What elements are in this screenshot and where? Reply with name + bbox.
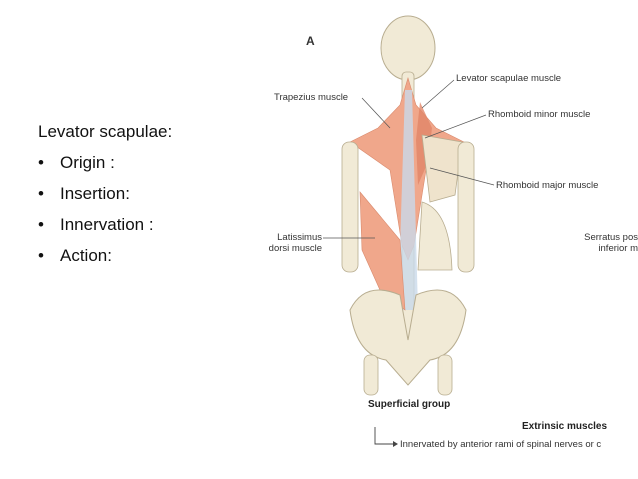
back-muscles-illustration [323, 15, 495, 447]
femur-right [437, 354, 453, 396]
leader-trapezius [361, 97, 391, 129]
label-trapezius: Trapezius muscle [274, 92, 349, 103]
scapula-right [421, 134, 463, 203]
femur-left [363, 354, 379, 396]
skull [380, 15, 436, 81]
label-levator-scapulae: Levator scapulae muscle [456, 73, 562, 84]
label-rhomboid-minor: Rhomboid minor muscle [488, 109, 591, 120]
arrow-head [393, 441, 398, 447]
label-latissimus-line1: Latissimus [277, 232, 322, 243]
label-latissimus-line2: dorsi muscle [268, 243, 322, 254]
extrinsic-muscles-label: Extrinsic muscles [522, 421, 608, 432]
bullet-text: Action: [60, 246, 112, 265]
bullet-text: Origin : [60, 153, 115, 172]
bullet-innervation: • Innervation : [38, 215, 248, 235]
bullet-dot: • [38, 246, 44, 265]
bullet-text: Innervation : [60, 215, 154, 234]
bullet-list: • Origin : • Insertion: • Innervation : • Ac… [38, 153, 248, 266]
humerus-left [341, 141, 359, 273]
label-latissimus: Latissimus dorsi muscle [264, 232, 322, 254]
bullet-dot: • [38, 153, 44, 172]
label-serratus-line2: inferior m [598, 243, 638, 254]
bullet-dot: • [38, 215, 44, 234]
ribs-right [417, 201, 453, 271]
superficial-group-label: Superficial group [368, 399, 451, 410]
leader-rhomboid-minor [424, 114, 487, 139]
slide-text-block: Levator scapulae: • Origin : • Insertion: … [38, 122, 248, 277]
humerus-right [457, 141, 475, 273]
label-serratus: Serratus pos inferior m [554, 232, 638, 254]
bullet-insertion: • Insertion: [38, 184, 248, 204]
bullet-origin: • Origin : [38, 153, 248, 173]
figure-letter: A [306, 34, 315, 48]
leader-rhomboid-major [429, 167, 495, 186]
anatomy-figure: A Trapezius muscle Levator scapulae musc… [250, 10, 638, 479]
innervation-note: Innervated by anterior rami of spinal ne… [400, 439, 602, 450]
label-rhomboid-major: Rhomboid major muscle [496, 180, 599, 191]
fascia-shape [398, 90, 418, 310]
bullet-text: Insertion: [60, 184, 130, 203]
label-serratus-line1: Serratus pos [584, 232, 638, 243]
bullet-action: • Action: [38, 246, 248, 266]
leader-levator [421, 79, 455, 109]
bullet-dot: • [38, 184, 44, 203]
innervation-bracket [374, 427, 393, 445]
slide-title: Levator scapulae: [38, 122, 173, 141]
